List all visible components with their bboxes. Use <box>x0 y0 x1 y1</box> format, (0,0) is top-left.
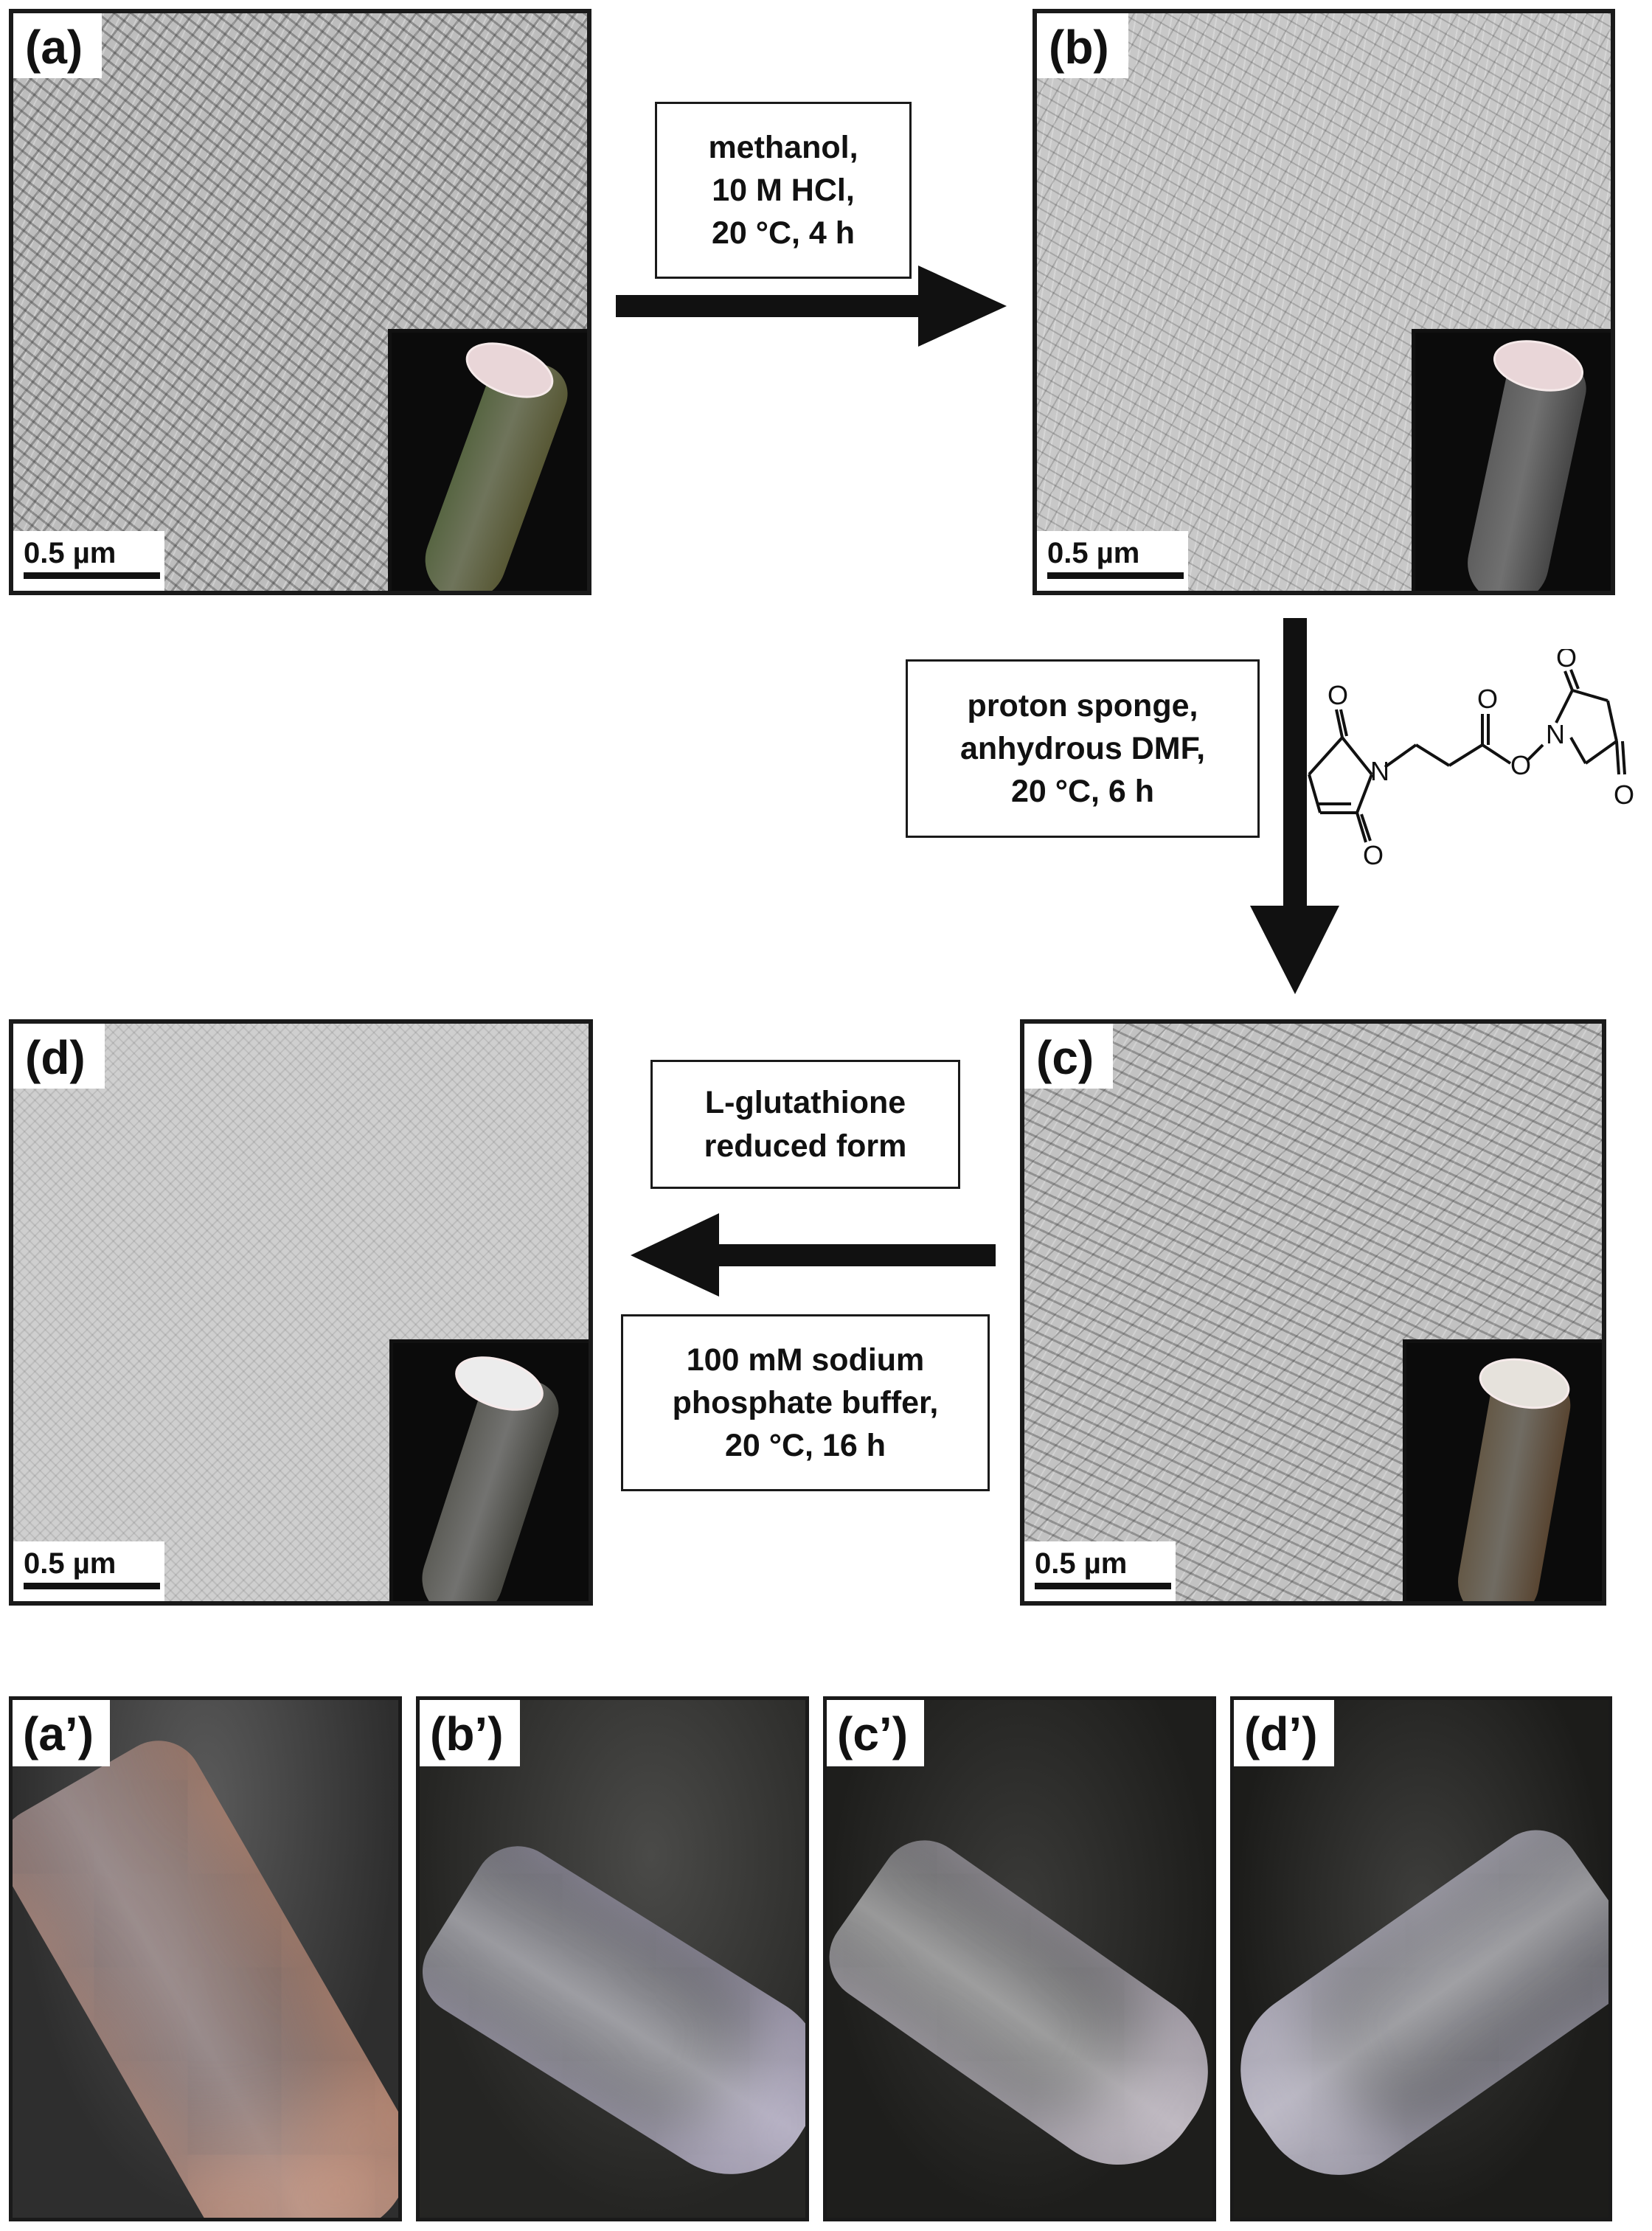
step1-line3: 20 °C, 4 h <box>711 215 856 251</box>
vial-image <box>13 1724 398 2218</box>
vial-photo-c-prime: (c’) <box>823 1696 1216 2221</box>
photo-label-a-prime: (a’) <box>13 1700 110 1766</box>
step3-reagent-line2: reduced form <box>704 1128 907 1164</box>
atom-o-3: O <box>1477 684 1498 714</box>
atom-o-1: O <box>1328 680 1348 710</box>
scale-line <box>24 1583 160 1589</box>
step3-line3: 20 °C, 16 h <box>725 1428 886 1464</box>
tem-panel-b: (b) 0.5 µm <box>1032 9 1615 595</box>
vial-image <box>420 1829 805 2205</box>
arrow-c-to-d <box>631 1213 996 1297</box>
step2-conditions: proton sponge, anhydrous DMF, 20 °C, 6 h <box>906 659 1260 838</box>
arrow-b-to-c <box>1250 618 1339 994</box>
tem-panel-c: (c) 0.5 µm <box>1020 1019 1606 1606</box>
panel-label-d: (d) <box>13 1024 105 1089</box>
atom-n-1: N <box>1370 756 1389 786</box>
scale-bar-b: 0.5 µm <box>1037 531 1188 591</box>
vial-photo-d-prime: (d’) <box>1230 1696 1612 2221</box>
photo-label-c-prime: (c’) <box>827 1700 924 1766</box>
atom-o-5: O <box>1556 649 1577 673</box>
step1-line2: 10 M HCl, <box>712 172 855 208</box>
tem-panel-d: (d) 0.5 µm <box>9 1019 593 1606</box>
atom-o-4: O <box>1510 750 1531 780</box>
panel-label-a: (a) <box>13 13 103 78</box>
step3-reagent-line1: L-glutathione <box>704 1085 906 1121</box>
vial-image <box>1234 1812 1608 2207</box>
scale-label: 0.5 µm <box>1047 537 1140 569</box>
panel-label-c: (c) <box>1024 1024 1114 1089</box>
vial-inset-c <box>1403 1339 1602 1601</box>
vial-inset-d <box>389 1339 589 1601</box>
vial-image <box>827 1822 1212 2197</box>
photo-label-d-prime: (d’) <box>1234 1700 1334 1766</box>
smcc-reagent-structure: O O N O O N O O <box>1308 649 1634 870</box>
atom-n-2: N <box>1546 719 1565 749</box>
scale-bar-a: 0.5 µm <box>13 531 164 591</box>
vial-inset-b <box>1412 329 1611 591</box>
tem-panel-a: (a) 0.5 µm <box>9 9 591 595</box>
vial-photo-a-prime: (a’) <box>9 1696 402 2221</box>
step3-reagent: L-glutathione reduced form <box>650 1060 960 1189</box>
scale-bar-d: 0.5 µm <box>13 1541 164 1601</box>
arrow-a-to-b <box>616 266 1007 347</box>
step2-line1: proton sponge, <box>967 687 1198 724</box>
atom-o-2: O <box>1363 840 1384 870</box>
scale-label: 0.5 µm <box>24 1547 117 1580</box>
scale-line <box>1035 1583 1171 1589</box>
step2-line3: 20 °C, 6 h <box>1010 774 1155 810</box>
vial-inset-a <box>388 329 587 591</box>
step3-line1: 100 mM sodium <box>686 1342 925 1378</box>
step1-line1: methanol, <box>708 129 858 165</box>
vial-photo-b-prime: (b’) <box>416 1696 809 2221</box>
scale-line <box>1047 572 1184 579</box>
step2-line2: anhydrous DMF, <box>959 730 1206 766</box>
scale-line <box>24 572 160 579</box>
scale-label: 0.5 µm <box>24 537 117 569</box>
step1-conditions: methanol, 10 M HCl, 20 °C, 4 h <box>655 102 912 279</box>
panel-label-b: (b) <box>1037 13 1128 78</box>
photo-label-b-prime: (b’) <box>420 1700 520 1766</box>
scale-bar-c: 0.5 µm <box>1024 1541 1176 1601</box>
step3-line2: phosphate buffer, <box>672 1384 939 1420</box>
step3-conditions: 100 mM sodium phosphate buffer, 20 °C, 1… <box>621 1314 990 1491</box>
scale-label: 0.5 µm <box>1035 1547 1128 1580</box>
atom-o-6: O <box>1614 780 1634 810</box>
